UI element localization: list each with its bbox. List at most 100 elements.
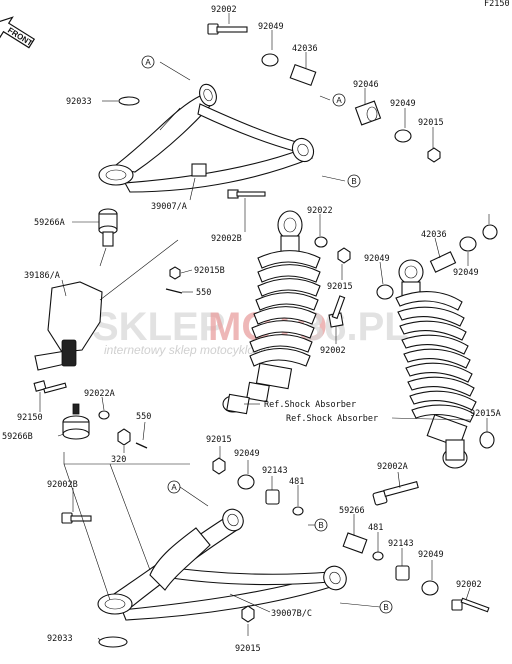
- svg-text:B: B: [383, 603, 388, 612]
- part-label: 92022: [307, 206, 333, 216]
- part-labels: 92002 92049 42036 92046 92049 92015 9203…: [2, 5, 501, 654]
- page-code: F2150: [484, 0, 510, 9]
- part-label: 39186/A: [24, 271, 60, 281]
- part-label: 39007/A: [151, 202, 187, 212]
- part-label: 92049: [390, 99, 416, 109]
- callout-a-3: A: [167, 480, 181, 494]
- callout-b-3: B: [379, 600, 393, 614]
- part-label: 92002A: [377, 462, 408, 472]
- part-label: 92049: [258, 22, 284, 32]
- svg-text:B: B: [318, 521, 323, 530]
- bolt-92002b-top-shaft: [236, 191, 266, 197]
- washer-92049-r2: [376, 284, 394, 300]
- front-label: FRONT: [6, 26, 34, 48]
- leader-lines: [39, 13, 490, 641]
- collar-92143-l: [265, 489, 280, 505]
- nut-92015-r3: [482, 224, 498, 240]
- svg-text:A: A: [145, 58, 151, 67]
- pin-550-top: [165, 288, 183, 294]
- shock-absorber-right: [395, 259, 477, 469]
- collar-42036-top: [289, 63, 317, 87]
- part-label: 550: [196, 288, 211, 298]
- part-label: 92015A: [470, 409, 501, 419]
- part-label: 92046: [353, 80, 379, 90]
- washer-92022: [314, 236, 328, 248]
- part-label: 92015: [327, 282, 353, 292]
- part-label: 320: [111, 455, 126, 465]
- nut-92015-r1: [427, 147, 441, 163]
- washer-92049-l: [237, 474, 255, 490]
- svg-text:A: A: [171, 483, 177, 492]
- bolt-92150: [33, 380, 67, 394]
- ref-label-shock-right: Ref.Shock Absorber: [286, 414, 378, 424]
- part-label: 92049: [234, 449, 260, 459]
- part-label: 92143: [262, 466, 288, 476]
- part-label: 92002B: [211, 234, 242, 244]
- part-label: 92002: [456, 580, 482, 590]
- washer-92049-r3: [459, 236, 477, 252]
- watermark-brand-a: SKLEP: [92, 305, 225, 349]
- part-label: 92022A: [84, 389, 115, 399]
- part-label: 92002: [320, 346, 346, 356]
- callout-b-2: B: [314, 518, 328, 532]
- bolt-92002-top: [207, 23, 248, 35]
- part-label: 92002: [211, 5, 237, 15]
- part-label: 42036: [421, 230, 447, 240]
- watermark-brand-c: 36.PL: [302, 305, 409, 349]
- part-label: 92015B: [194, 266, 225, 276]
- oring-481-r: [372, 551, 384, 561]
- bolt-92002b-bottom: [61, 512, 92, 524]
- part-label: 92049: [418, 550, 444, 560]
- part-label: 92033: [66, 97, 92, 107]
- washer-92022a: [98, 410, 110, 420]
- part-label: 92033: [47, 634, 73, 644]
- nut-92015-bottom: [241, 605, 255, 623]
- part-label: 92002B: [47, 480, 78, 490]
- svg-text:B: B: [351, 177, 356, 186]
- part-label: 92015: [206, 435, 232, 445]
- nut-92015-r2: [337, 247, 351, 264]
- washer-92049-br: [421, 580, 439, 596]
- part-label: 481: [289, 477, 304, 487]
- steering-knuckle: [34, 239, 179, 371]
- nut-92015-l: [212, 457, 226, 475]
- ball-joint-upper: [98, 208, 118, 247]
- bushing-59266: [342, 532, 368, 554]
- nut-320: [117, 428, 131, 446]
- pin-550-bottom: [135, 442, 148, 449]
- part-label: 42036: [292, 44, 318, 54]
- washer-92049-r1: [394, 129, 412, 143]
- bushing-92046: [354, 100, 382, 126]
- oring-481-l: [292, 506, 304, 516]
- callout-a-1: A: [141, 55, 155, 69]
- part-label: 59266: [339, 506, 365, 516]
- ref-label-shock-left: Ref.Shock Absorber: [264, 400, 356, 410]
- front-arrow-icon: FRONT: [0, 16, 36, 49]
- cotter-92033-bottom: [98, 636, 128, 648]
- part-label: 92049: [364, 254, 390, 264]
- ball-joint-lower: [62, 403, 90, 440]
- nut-92015a: [479, 431, 495, 449]
- bolt-92002-mid: [328, 295, 346, 328]
- watermark-tagline: internetowy sklep motocyklowy: [104, 343, 270, 357]
- part-label: 92150: [17, 413, 43, 423]
- part-label: 481: [368, 523, 383, 533]
- shock-absorber-left: [222, 210, 321, 415]
- upper-a-arm: [98, 83, 315, 193]
- callout-b-1: B: [347, 174, 361, 188]
- callout-a-2: A: [332, 93, 346, 107]
- watermark: SKLEP MOTO 36.PL internetowy sklep motoc…: [92, 305, 409, 357]
- part-label: 39007B/C: [271, 609, 312, 619]
- cotter-92033-top: [118, 96, 140, 106]
- part-label: 59266B: [2, 432, 33, 442]
- collar-42036-r: [429, 251, 457, 273]
- part-label: 92015: [235, 644, 261, 654]
- collar-92143-r: [395, 565, 410, 581]
- bolt-92002-br: [451, 597, 490, 613]
- part-label: 92015: [418, 118, 444, 128]
- part-label: 92143: [388, 539, 414, 549]
- nut-92015b: [169, 266, 181, 280]
- washer-92049-top: [261, 53, 279, 67]
